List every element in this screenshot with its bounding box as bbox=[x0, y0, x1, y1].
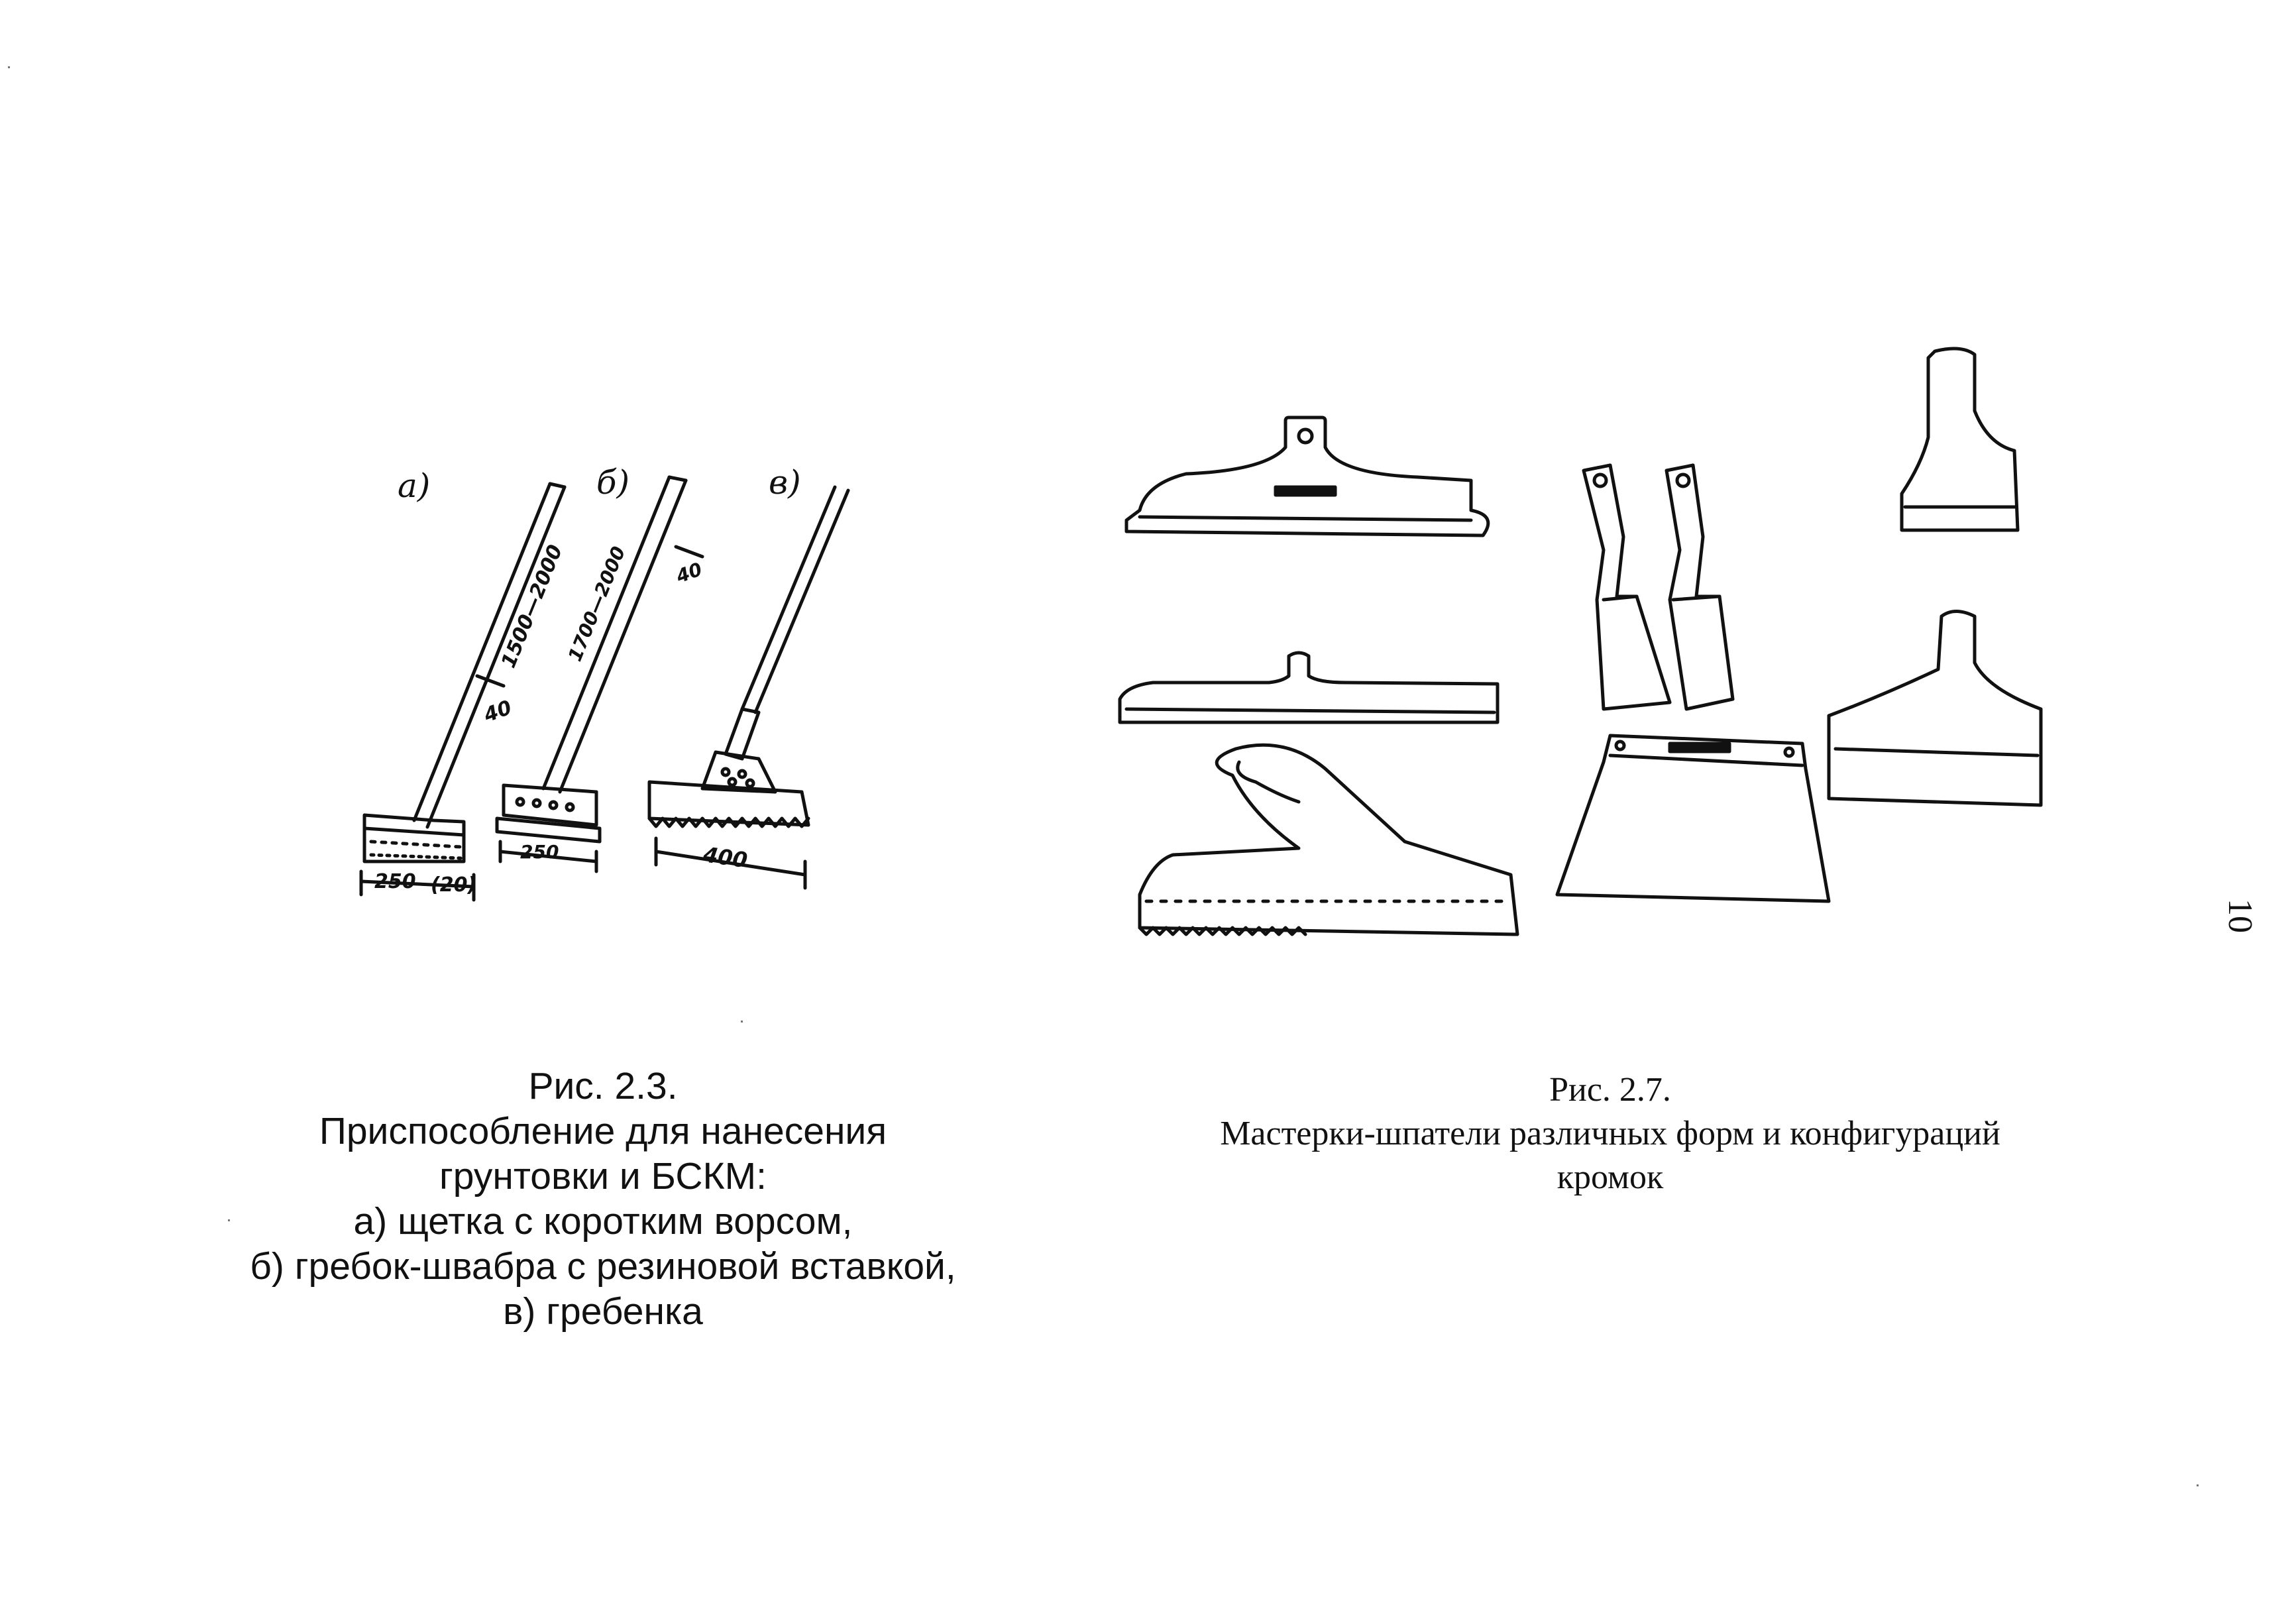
caption-right-line3: кромок bbox=[1557, 1158, 1664, 1196]
scan-speck bbox=[741, 1021, 743, 1023]
tool-comb-v: 400 bbox=[647, 485, 850, 890]
caption-left-line1: Рис. 2.3. bbox=[528, 1065, 678, 1107]
trowel-5 bbox=[1665, 463, 1735, 711]
label-b: б) bbox=[596, 463, 629, 502]
dim-a-length: 1500—2000 bbox=[497, 541, 567, 671]
tool-brush-a: 1500—2000 40 250 (20) bbox=[359, 482, 567, 902]
trowel-3 bbox=[1138, 743, 1519, 936]
caption-figure-2-3: Рис. 2.3. Приспособление для нанесения г… bbox=[219, 1064, 987, 1334]
caption-right-line2: Мастерки-шпатели различных форм и конфиг… bbox=[1220, 1115, 2000, 1152]
figure-2-3: а) б) в) 1500—2000 40 250 bbox=[345, 457, 861, 934]
dim-b-width: 250 bbox=[520, 841, 559, 863]
caption-figure-2-7: Рис. 2.7. Мастерки-шпатели различных фор… bbox=[1126, 1068, 2094, 1199]
scan-speck bbox=[8, 66, 10, 68]
caption-left-line5: б) гребок-швабра с резиновой вставкой, bbox=[250, 1245, 956, 1288]
caption-left-line2: Приспособление для нанесения bbox=[319, 1110, 887, 1152]
caption-left-line4: а) щетка с коротким ворсом, bbox=[353, 1200, 853, 1243]
scan-speck bbox=[2197, 1484, 2199, 1486]
dim-a-diameter: 40 bbox=[480, 696, 515, 728]
page-number: 10 bbox=[2221, 899, 2259, 933]
label-v: в) bbox=[769, 463, 801, 502]
trowel-7 bbox=[1555, 734, 1831, 903]
figure-2-7 bbox=[1100, 338, 2120, 974]
dim-a-bristle: (20) bbox=[431, 873, 476, 897]
trowel-8 bbox=[1827, 610, 2043, 807]
caption-right-line1: Рис. 2.7. bbox=[1549, 1071, 1671, 1109]
trowel-2 bbox=[1118, 651, 1500, 724]
caption-left-line3: грунтовки и БСКМ: bbox=[439, 1155, 767, 1197]
dim-a-width: 250 bbox=[374, 870, 416, 893]
trowel-1 bbox=[1124, 416, 1490, 537]
trowel-6 bbox=[1900, 347, 2020, 532]
caption-left-line6: в) гребенка bbox=[503, 1290, 703, 1333]
label-a: а) bbox=[398, 467, 430, 505]
dim-b-diameter: 40 bbox=[673, 558, 705, 588]
scan-speck bbox=[228, 1219, 230, 1221]
dim-v-width: 400 bbox=[701, 842, 749, 873]
trowel-4 bbox=[1582, 463, 1672, 711]
